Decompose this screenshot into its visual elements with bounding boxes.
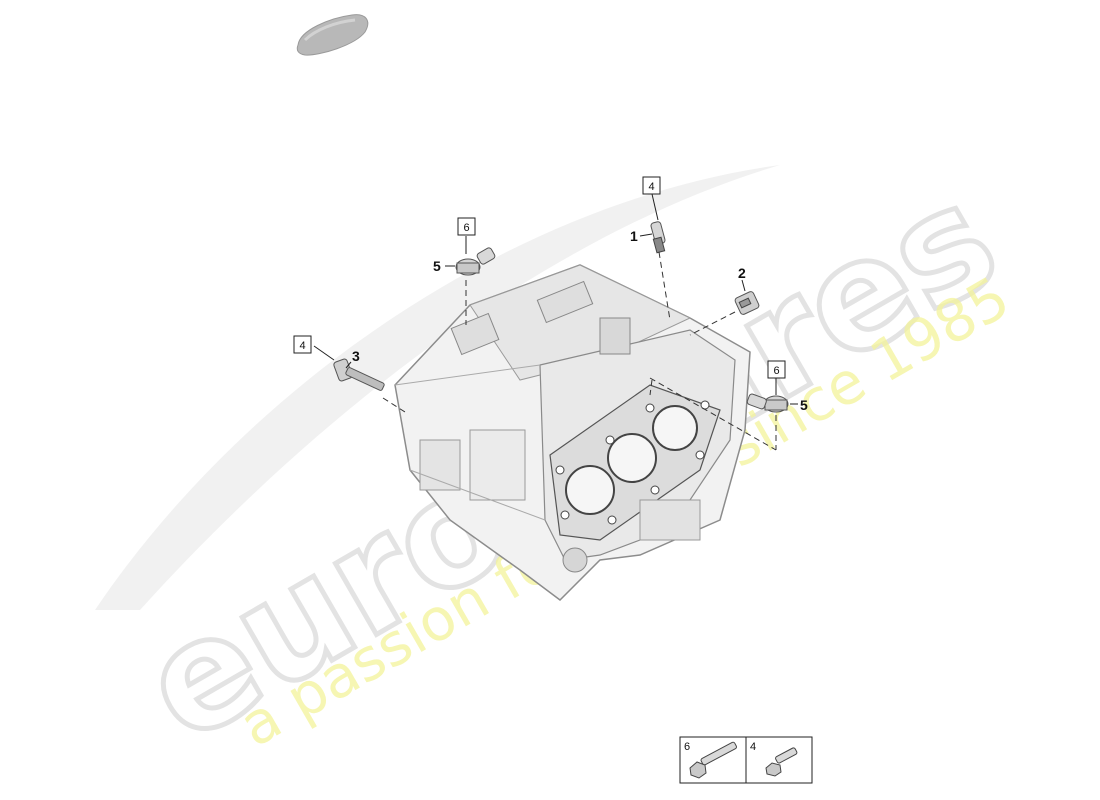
callout-part-2: 2 bbox=[738, 265, 746, 281]
knock-sensor-part-5-left[interactable] bbox=[455, 247, 496, 276]
car-silhouette-icon bbox=[296, 14, 369, 56]
long-bolt-icon bbox=[689, 741, 737, 779]
dashed-guide-lines bbox=[382, 251, 777, 451]
short-bolt-icon bbox=[765, 747, 798, 777]
legend-cell-label-a: 6 bbox=[684, 741, 690, 753]
ref-box-label: 4 bbox=[299, 340, 305, 352]
knock-sensor-part-5-right[interactable] bbox=[746, 393, 789, 413]
callout-part-3: 3 bbox=[352, 348, 360, 364]
callout-part-5-right: 5 bbox=[800, 397, 808, 413]
engine-block bbox=[394, 264, 751, 601]
callout-part-5-left: 5 bbox=[433, 258, 441, 274]
head-gasket bbox=[549, 384, 721, 541]
ref-box-label: 4 bbox=[648, 181, 654, 193]
plug-part-2[interactable] bbox=[734, 291, 760, 316]
watermark-swoosh bbox=[95, 165, 780, 610]
ref-box-label: 6 bbox=[463, 222, 469, 234]
ref-box-label: 6 bbox=[773, 365, 779, 377]
ref-box-right: 6 bbox=[767, 360, 786, 379]
sensor-part-3[interactable] bbox=[333, 358, 385, 391]
ref-box-top-right: 4 bbox=[642, 176, 661, 195]
ref-box-top-left: 6 bbox=[457, 217, 476, 236]
leader-lines bbox=[313, 193, 798, 405]
fastener-legend: 6 4 bbox=[679, 736, 813, 784]
legend-cell-label-b: 4 bbox=[750, 741, 756, 753]
sensor-part-1[interactable] bbox=[650, 221, 666, 254]
callout-part-1: 1 bbox=[630, 228, 638, 244]
ref-box-left: 4 bbox=[293, 335, 312, 354]
